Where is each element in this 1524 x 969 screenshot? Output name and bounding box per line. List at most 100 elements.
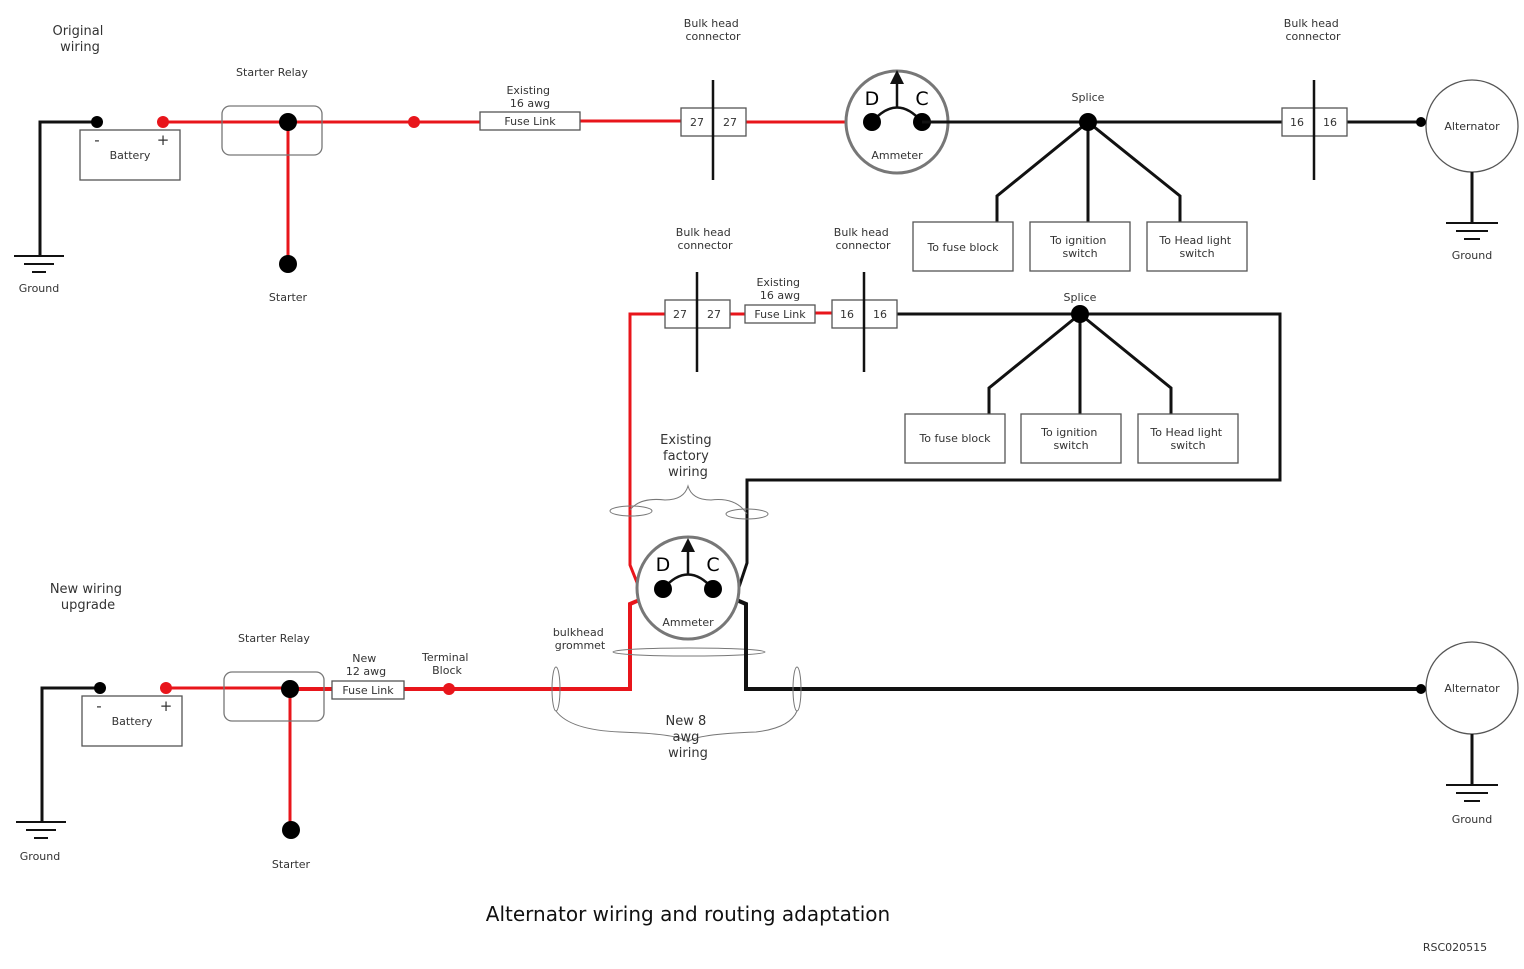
new-fuse-caption: New 12 awg bbox=[346, 652, 386, 678]
bulkhead-1-right: 27 bbox=[723, 116, 737, 129]
starter-relay-label: Starter Relay bbox=[236, 66, 308, 79]
factory-return-wire bbox=[736, 312, 1282, 591]
upgrade-ammeter-d-terminal bbox=[654, 580, 672, 598]
upgrade-dest-headlight-switch bbox=[1137, 413, 1239, 464]
upgrade-splice-label: Splice bbox=[1064, 291, 1097, 304]
factory-wire-clamp-right bbox=[725, 508, 769, 520]
battery-minus: - bbox=[94, 131, 99, 149]
fuse-caption: Existing 16 awg bbox=[506, 84, 553, 110]
new-fuse-link bbox=[331, 680, 405, 700]
original-wiring-section: Original wiring Ground - + Battery Start… bbox=[14, 17, 1519, 304]
new-wire-brace bbox=[555, 710, 798, 743]
factory-positive-wire bbox=[628, 312, 665, 591]
battery-label: Battery bbox=[110, 149, 151, 162]
upgrade-bulkhead-1-left: 27 bbox=[673, 308, 687, 321]
factory-wiring-brace bbox=[629, 484, 748, 515]
bulkhead-2-right: 16 bbox=[1323, 116, 1337, 129]
upgrade-section-label: New wiring upgrade bbox=[50, 582, 126, 613]
ammeter-d: D bbox=[865, 88, 880, 110]
upgrade-ground-label-right: Ground bbox=[1452, 813, 1492, 826]
battery-ground-wire bbox=[38, 120, 97, 255]
battery-plus: + bbox=[157, 131, 170, 149]
starter-terminal bbox=[279, 255, 297, 273]
upgrade-ammeter-c-terminal bbox=[704, 580, 722, 598]
upgrade-battery-label: Battery bbox=[112, 715, 153, 728]
dest-ignition-switch-label: To ignition switch bbox=[1049, 234, 1110, 260]
upgrade-fuse-link bbox=[744, 304, 816, 324]
upgrade-dest-ignition-switch-label: To ignition switch bbox=[1040, 426, 1101, 452]
factory-wiring-note: Existing factory wiring bbox=[660, 433, 716, 480]
splice-point bbox=[1079, 113, 1097, 131]
upgrade-dest-fuse-block-label: To fuse block bbox=[918, 432, 991, 445]
new-wire-note: New 8 awg wiring bbox=[666, 714, 711, 761]
splice-branch-fuse bbox=[995, 120, 1089, 222]
battery-positive-terminal bbox=[157, 116, 169, 128]
starter-label: Starter bbox=[269, 291, 308, 304]
ground-symbol-right bbox=[1446, 222, 1498, 240]
dest-ignition-switch bbox=[1029, 221, 1131, 272]
fuse-link bbox=[479, 111, 581, 131]
ground-symbol-left bbox=[14, 255, 64, 273]
upgrade-starter-terminal bbox=[282, 821, 300, 839]
ammeter-label: Ammeter bbox=[871, 149, 923, 162]
upgrade-splice-point bbox=[1071, 305, 1089, 323]
ammeter-arrow bbox=[890, 70, 904, 84]
dest-fuse-block-label: To fuse block bbox=[926, 241, 999, 254]
upgrade-bulkhead-2-left: 16 bbox=[840, 308, 854, 321]
upgrade-ammeter-c: C bbox=[706, 554, 719, 576]
starter-relay bbox=[221, 105, 323, 156]
fuse-link-label: Fuse Link bbox=[504, 115, 556, 128]
ground-label-right: Ground bbox=[1452, 249, 1492, 262]
new-fuse-link-label: Fuse Link bbox=[342, 684, 394, 697]
upgrade-bulkhead-2-right: 16 bbox=[873, 308, 887, 321]
upgrade-alternator-terminal bbox=[1416, 684, 1426, 694]
bulkhead-1-caption: Bulk head connector bbox=[684, 17, 742, 43]
upgrade-battery-ground-wire bbox=[40, 686, 100, 822]
alternator-terminal bbox=[1416, 117, 1426, 127]
upgrade-ammeter bbox=[635, 535, 741, 641]
upgrade-dest-headlight-switch-label: To Head light switch bbox=[1149, 426, 1225, 452]
bulkhead-grommet-caption: bulkhead grommet bbox=[553, 626, 607, 652]
upgrade-ammeter-d: D bbox=[656, 554, 671, 576]
diagram-title: Alternator wiring and routing adaptation bbox=[486, 902, 890, 926]
new-return-8awg-wire bbox=[712, 588, 1421, 691]
upgrade-battery bbox=[81, 695, 183, 747]
upgrade-ammeter-label: Ammeter bbox=[662, 616, 714, 629]
upgrade-starter-relay bbox=[223, 671, 325, 722]
upgrade-starter-relay-label: Starter Relay bbox=[238, 632, 310, 645]
ammeter-d-terminal bbox=[863, 113, 881, 131]
upgrade-battery-plus: + bbox=[160, 697, 173, 715]
document-id: RSC020515 bbox=[1423, 941, 1487, 954]
bulkhead-1-left: 27 bbox=[690, 116, 704, 129]
upgrade-fuse-caption: Existing 16 awg bbox=[756, 276, 803, 302]
upgrade-splice-branch-headlight bbox=[1079, 312, 1173, 414]
upgrade-battery-negative-terminal bbox=[94, 682, 106, 694]
upgrade-dest-ignition-switch bbox=[1020, 413, 1122, 464]
upgrade-bulkhead-1-caption: Bulk head connector bbox=[676, 226, 734, 252]
wire-joint bbox=[408, 116, 420, 128]
bulkhead-grommet bbox=[612, 647, 766, 657]
upgrade-bulkhead-1-right: 27 bbox=[707, 308, 721, 321]
upgrade-starter-relay-terminal bbox=[281, 680, 299, 698]
upgrade-ground-symbol-left bbox=[16, 821, 66, 839]
battery-negative-terminal bbox=[91, 116, 103, 128]
upgrade-bulkhead-2-caption: Bulk head connector bbox=[834, 226, 892, 252]
upgrade-battery-minus: - bbox=[96, 697, 101, 715]
upgrade-battery-positive-terminal bbox=[160, 682, 172, 694]
original-section-label: Original wiring bbox=[52, 24, 107, 55]
splice-label: Splice bbox=[1072, 91, 1105, 104]
upgrade-ammeter-arrow bbox=[681, 538, 695, 552]
factory-wire-clamp-left bbox=[609, 505, 653, 517]
upgrade-wiring-section: Bulk head connector 27 27 Existing 16 aw… bbox=[16, 226, 1519, 871]
battery bbox=[79, 129, 181, 181]
upgrade-dest-fuse-block bbox=[904, 413, 1006, 464]
ground-label-left: Ground bbox=[19, 282, 59, 295]
dest-fuse-block bbox=[912, 221, 1014, 272]
terminal-block-caption: Terminal Block bbox=[421, 651, 472, 677]
bulkhead-2-caption: Bulk head connector bbox=[1284, 17, 1342, 43]
terminal-block bbox=[443, 683, 455, 695]
bulkhead-2-left: 16 bbox=[1290, 116, 1304, 129]
upgrade-alternator-label: Alternator bbox=[1444, 682, 1500, 695]
alternator-label: Alternator bbox=[1444, 120, 1500, 133]
upgrade-starter-label: Starter bbox=[272, 858, 311, 871]
